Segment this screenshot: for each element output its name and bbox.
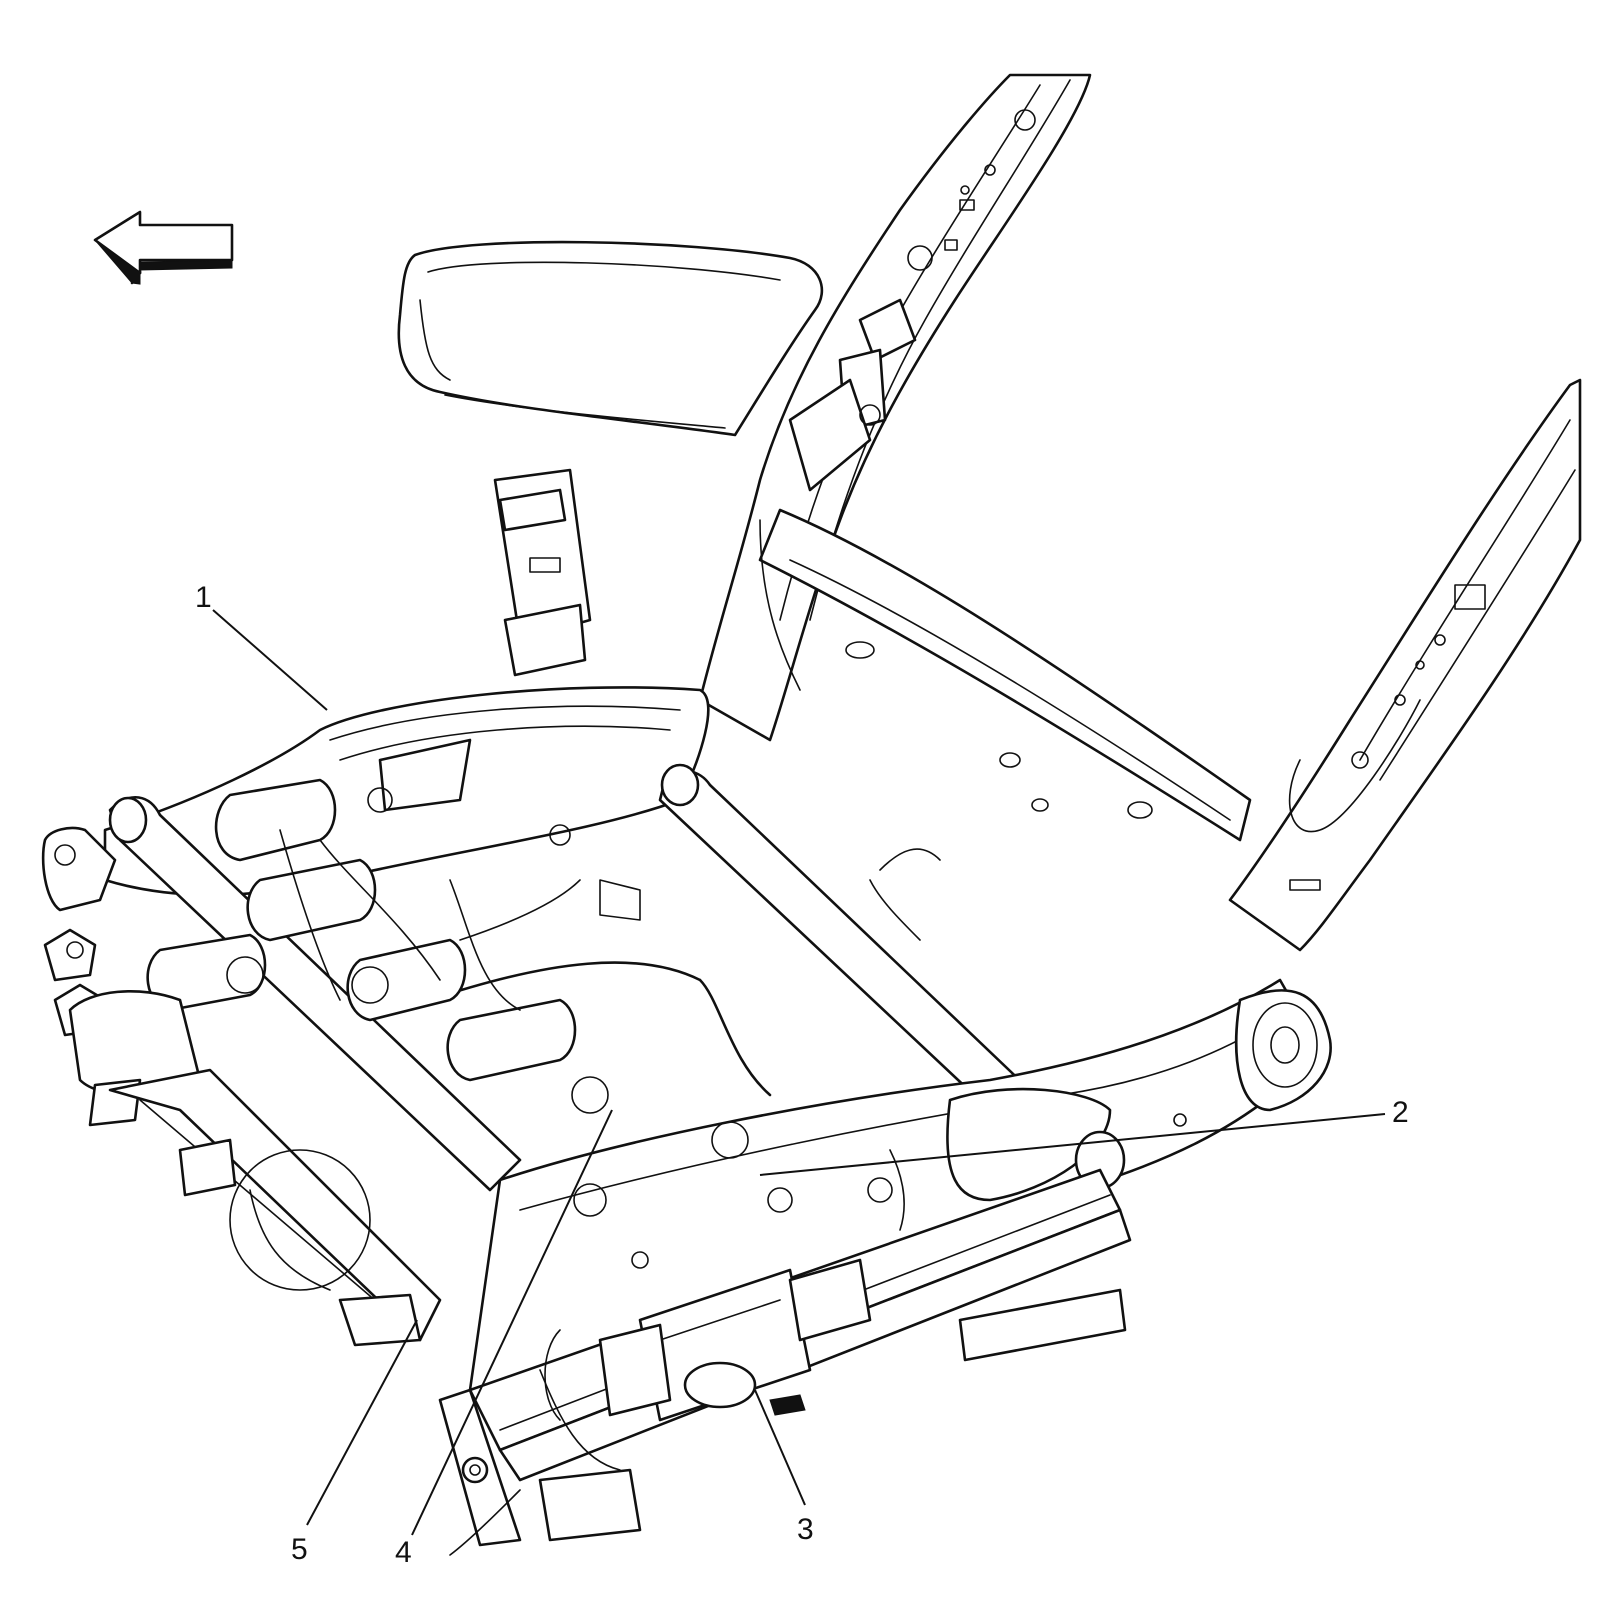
seat-side-frame-right — [468, 978, 1332, 1403]
arrow-left-icon — [93, 210, 234, 285]
leader-line-5 — [306, 1319, 418, 1526]
seatback-frame-right — [1228, 378, 1582, 952]
leader-line-1 — [212, 609, 328, 711]
seatback-frame-left — [698, 73, 1092, 742]
cushion-wire — [428, 961, 772, 1097]
callout-3: 3 — [797, 1513, 814, 1546]
seat-track-left — [108, 1068, 442, 1347]
callout-4: 4 — [395, 1536, 412, 1569]
leader-line-3 — [754, 1389, 806, 1506]
switch-module — [544, 1258, 872, 1422]
wiring-harness — [319, 519, 941, 1471]
leader-line-4 — [411, 1109, 613, 1536]
seat-motors — [146, 778, 609, 1114]
front-cross-tube — [108, 795, 522, 1192]
head-restraint — [397, 240, 824, 437]
seat-belt-buckle — [493, 468, 592, 677]
callout-5: 5 — [291, 1533, 308, 1566]
leader-line-2 — [759, 1113, 1386, 1176]
callout-1: 1 — [195, 581, 212, 614]
callout-leaders — [212, 609, 1386, 1536]
rear-cross-member — [758, 508, 1252, 842]
middle-cross-tube — [658, 763, 1032, 1112]
callout-2: 2 — [1392, 1096, 1409, 1129]
